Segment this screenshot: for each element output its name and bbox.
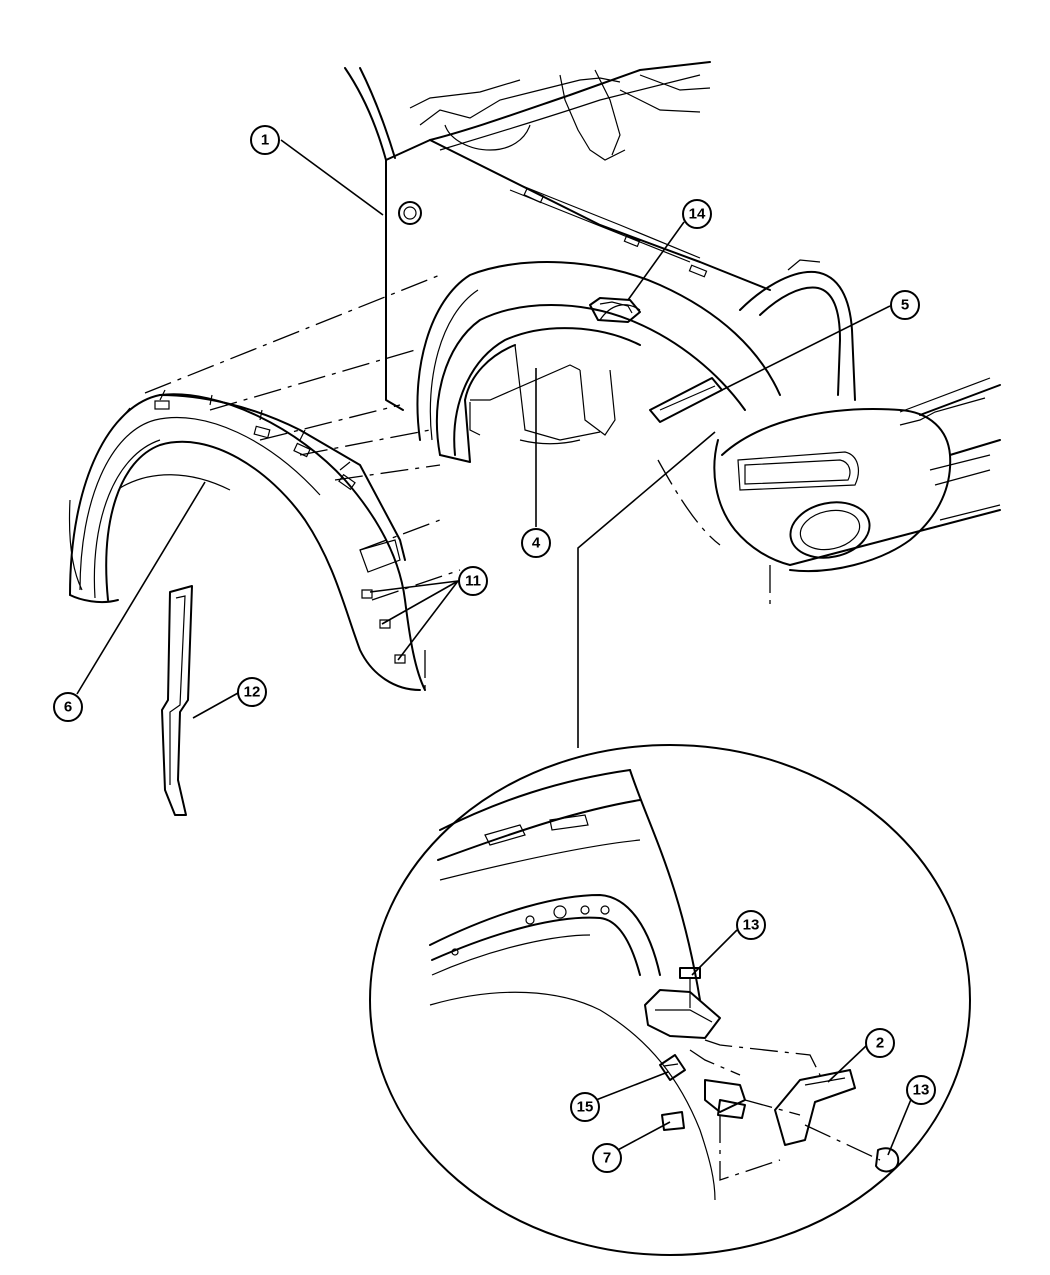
leader-lines: [76, 139, 913, 1156]
detail-connector-line: [577, 431, 716, 748]
callout-1: 1: [250, 125, 280, 155]
alignment-dashed-lines: [144, 274, 771, 690]
callout-7: 7: [592, 1143, 622, 1173]
callout-11: 11: [458, 566, 488, 596]
callout-14: 14: [682, 199, 712, 229]
seal-strip-art: [161, 585, 193, 816]
svg-text:6: 6: [64, 699, 72, 716]
front-fascia-art: [713, 259, 1001, 573]
wheelhouse-liner-art: [416, 261, 781, 463]
svg-text:1: 1: [261, 132, 269, 149]
svg-text:15: 15: [577, 1099, 594, 1116]
svg-text:13: 13: [743, 917, 760, 934]
callout-13-right: 13: [906, 1075, 936, 1105]
callout-6: 6: [53, 692, 83, 722]
svg-text:11: 11: [465, 573, 481, 590]
fender-flare-art: [68, 389, 426, 691]
callout-13-top: 13: [736, 910, 766, 940]
svg-text:12: 12: [244, 684, 261, 701]
svg-text:5: 5: [901, 297, 909, 314]
svg-text:13: 13: [913, 1082, 930, 1099]
svg-text:7: 7: [603, 1150, 611, 1167]
callout-2: 2: [865, 1028, 895, 1058]
svg-text:14: 14: [689, 206, 706, 223]
callout-15: 15: [570, 1092, 600, 1122]
callout-4: 4: [521, 528, 551, 558]
callout-5: 5: [890, 290, 920, 320]
cowl-side-panel-art: [344, 61, 771, 411]
svg-text:4: 4: [532, 535, 541, 552]
callout-12: 12: [237, 677, 267, 707]
svg-text:2: 2: [876, 1035, 884, 1052]
detail-inset: [369, 744, 971, 1256]
